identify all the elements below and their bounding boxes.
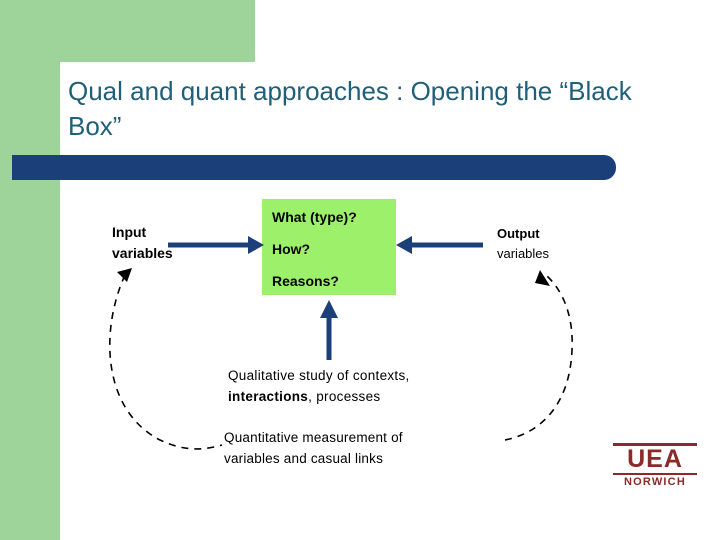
output-label-line1: Output — [497, 226, 540, 241]
logo-uea-text: UEA — [627, 445, 683, 473]
green-top-panel — [60, 0, 255, 62]
title-underline-bar-left-cap — [12, 155, 38, 180]
green-side-panel — [0, 0, 60, 540]
black-box-question-what: What (type)? — [272, 209, 357, 225]
input-label-line1: Input — [112, 224, 147, 240]
black-box-question-reasons: Reasons? — [272, 273, 339, 289]
title-underline-bar-right-cap — [592, 155, 616, 180]
logo-norwich-text: NORWICH — [624, 476, 686, 488]
logo-bar-mid — [613, 473, 697, 475]
quantitative-line2: variables and casual links — [224, 450, 384, 466]
dashed-curve-left — [109, 268, 223, 450]
black-box-question-how: How? — [272, 241, 311, 257]
input-variables-label: Input variables — [112, 222, 222, 264]
title-underline-bar — [12, 155, 604, 180]
black-box-container: What (type)? How? Reasons? — [262, 199, 396, 295]
quantitative-description: Quantitative measurement of variables an… — [224, 428, 504, 470]
arrow-output-to-box — [396, 236, 483, 254]
logo-bar-top — [613, 443, 697, 446]
arrow-qualitative-up — [320, 300, 338, 360]
uea-logo: UEA NORWICH — [613, 443, 697, 489]
qualitative-bold-word: interactions — [228, 388, 309, 404]
input-label-line2: variables — [112, 245, 173, 261]
quantitative-line1: Quantitative measurement of — [224, 430, 403, 445]
output-label-line2: variables — [497, 246, 550, 262]
dashed-curve-right — [504, 270, 573, 441]
qualitative-line2-rest: , processes — [308, 388, 381, 404]
qualitative-description: Qualitative study of contexts, interacti… — [228, 366, 498, 408]
qualitative-line1: Qualitative study of contexts, — [228, 368, 410, 383]
page-title: Qual and quant approaches : Opening the … — [68, 76, 632, 141]
output-variables-label: Output variables — [497, 224, 617, 264]
